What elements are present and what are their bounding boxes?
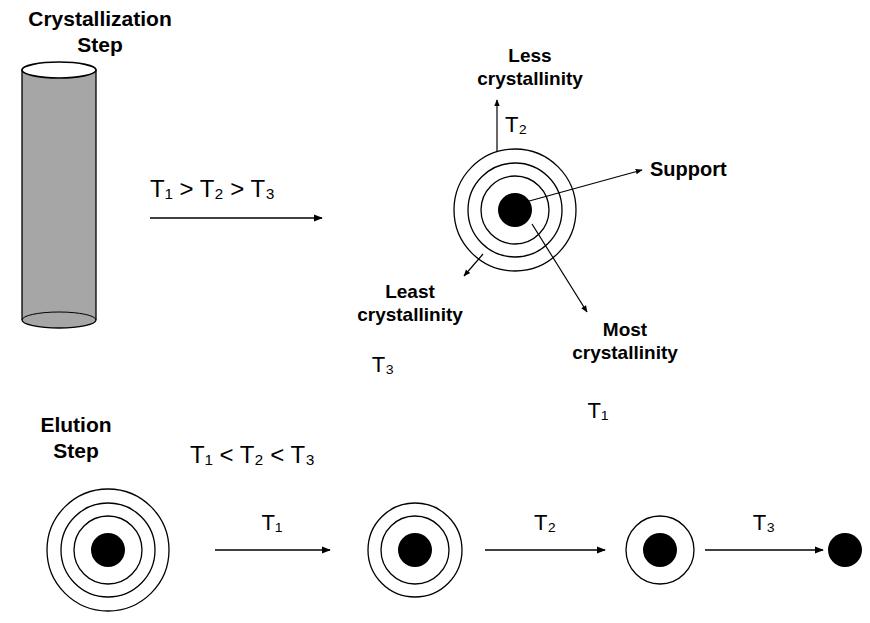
temperature-order: T₁ > T₂ > T₃ [150,174,275,203]
column-bottom-rim [22,312,96,320]
middle-layer [61,503,155,597]
layer-label: Least crystallinity [357,280,463,326]
temperature-label: T₂ [505,112,527,139]
inner-layer [626,516,694,584]
temperature-label: T₃ [372,352,394,379]
process-arrow [150,217,322,219]
temperature-label: T₁ [588,398,609,425]
layer-label: Most crystallinity [572,318,678,364]
particle [626,516,694,584]
support-core [828,533,862,567]
column-body [22,70,96,328]
leader-arrow [522,170,642,203]
step-heading: Elution Step [40,412,111,463]
process-arrow [215,549,330,551]
process-arrow [705,549,823,551]
support-core [398,533,432,567]
part-label: Support [650,157,727,181]
middle-layer [468,163,562,257]
outer-layer [47,489,169,611]
temperature-label: T₁ [262,510,283,537]
particle [47,489,169,611]
middle-layer [368,503,462,597]
support-core [498,193,532,227]
particle [368,503,462,597]
leader-arrow [532,224,587,312]
inner-layer [74,516,142,584]
crystallization-column: Crystallization Step [0,2,200,337]
process-arrow [485,549,605,551]
temperature-label: T₂ [534,510,556,537]
column-top [22,62,96,78]
leader-arrow [496,100,497,152]
layer-label: Less crystallinity [477,44,583,90]
inner-layer [381,516,449,584]
outer-layer [454,149,576,271]
support-core [643,533,677,567]
support-core [91,533,125,567]
particle [454,149,576,271]
step-heading: Crystallization Step [28,2,172,57]
leader-arrow [464,254,483,276]
temperature-label: T₃ [753,510,775,537]
temperature-order: T₁ < T₂ < T₃ [190,440,315,469]
